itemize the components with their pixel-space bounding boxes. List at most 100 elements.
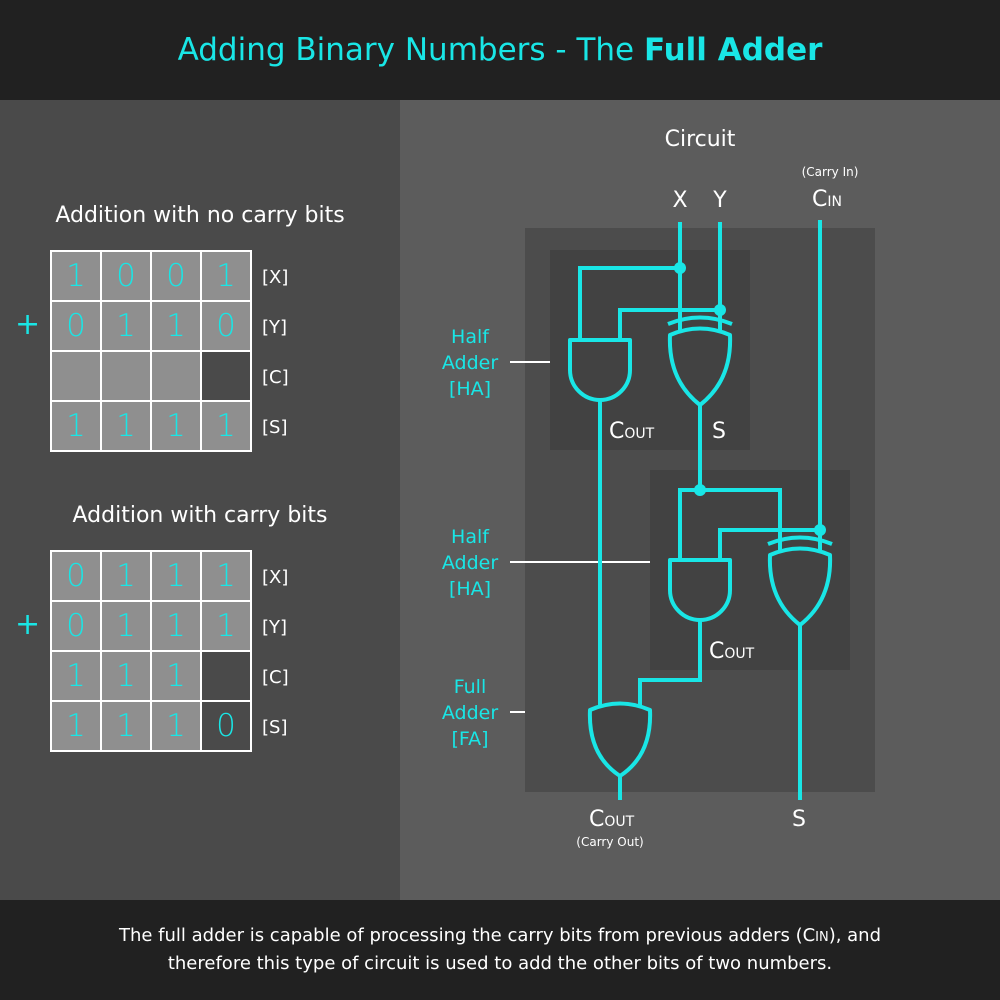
table-cell: 1 [102,552,152,602]
table-cell: 1 [52,652,102,702]
junction-y [714,304,726,316]
table-cell: 1 [152,302,202,352]
page-title-plain: Adding Binary Numbers - The [177,32,644,68]
table-cell: 1 [52,252,102,302]
table-cell: 1 [152,402,202,452]
wire-sum-to-and2 [678,488,700,560]
table-cell: 0 [152,252,202,302]
table-cell: 0 [202,702,252,752]
header-bar: Adding Binary Numbers - The Full Adder [0,0,1000,100]
ha2-label-line1: Half [451,526,490,548]
cin-label: CIN [812,187,842,212]
final-cout-sub: OUT [604,814,634,830]
input-x-label: X [672,188,687,213]
table-cell: 0 [52,552,102,602]
ha2-cout-sub: OUT [724,646,754,662]
carry-in-note: (Carry In) [802,165,859,179]
ha1-cout-sub: OUT [624,426,654,442]
table-cell: 0 [202,302,252,352]
or-gate [587,701,653,778]
circuit-title: Circuit [665,127,736,152]
table-cell: 1 [102,702,152,752]
fa-label-line1: Full [454,676,487,698]
table-cell: 1 [102,602,152,652]
table-cell: 0 [52,302,102,352]
table-cell: 1 [102,302,152,352]
table1-title: Addition with no carry bits [55,203,345,228]
fa-label-line3: [FA] [451,728,488,750]
row-label: [C] [262,367,289,388]
and-gate-1 [568,338,632,402]
table-cell [152,352,202,402]
final-cout-main: C [589,807,604,832]
wire-x-to-and1 [578,266,680,343]
page-title-bold: Full Adder [643,32,823,68]
row-label: [C] [262,667,289,688]
junction-cin [814,524,826,536]
table-cell: 1 [202,402,252,452]
footer-line1-a: The full adder is capable of processing … [118,925,816,946]
table-cell: 1 [202,602,252,652]
table-cell: 1 [152,702,202,752]
table-cell: 1 [52,402,102,452]
table2-title: Addition with carry bits [72,503,328,528]
row-label: [S] [262,717,288,738]
table1-plus-sign: + [15,307,41,342]
and-gate-2 [668,558,732,622]
row-label: [Y] [262,317,288,338]
page-title: Adding Binary Numbers - The Full Adder [178,32,823,68]
table-cell: 1 [152,552,202,602]
footer-bar: The full adder is capable of processing … [0,900,1000,1000]
table-cell: 1 [102,652,152,702]
wire-ha2-carry [638,618,702,710]
table-cell [52,352,102,402]
row-label: [S] [262,417,288,438]
fa-label-line2: Adder [442,702,498,724]
final-sum-label: S [792,807,806,832]
row-label: [Y] [262,617,288,638]
junction-sum [694,484,706,496]
junction-x [674,262,686,274]
final-cout-label: COUT [589,807,635,832]
ha2-cout-main: C [709,639,724,664]
ha1-label-line3: [HA] [449,378,491,400]
table-cell: 1 [152,652,202,702]
footer-caption: The full adder is capable of processing … [50,923,950,977]
wire-y-to-and1 [618,308,720,343]
table-cell [202,652,252,702]
footer-line2: therefore this type of circuit is used t… [167,953,833,974]
footer-line1-b: ), and [828,925,882,946]
footer-line1-sub: IN [815,930,829,945]
xor-gate-2 [767,546,833,627]
table-cell: 0 [102,252,152,302]
xor-gate-1 [667,326,733,407]
table-cell: 1 [202,552,252,602]
wire-cin-to-and2 [718,528,820,560]
carry-out-note: (Carry Out) [576,835,643,849]
ha1-label-line1: Half [451,326,490,348]
table-cell: 1 [52,702,102,752]
ha1-sum-label: S [712,419,726,444]
table-cell [202,352,252,402]
ha1-cout-label: COUT [609,419,655,444]
ha2-label-line2: Adder [442,552,498,574]
table-cell [102,352,152,402]
cin-label-sub: IN [827,194,842,210]
row-label: [X] [262,567,289,588]
table-cell: 1 [102,402,152,452]
row-label: [X] [262,267,289,288]
table-cell: 0 [52,602,102,652]
ha1-label-line2: Adder [442,352,498,374]
ha2-cout-label: COUT [709,639,755,664]
table2-plus-sign: + [15,607,41,642]
table-cell: 1 [202,252,252,302]
input-y-label: Y [712,188,727,213]
table-cell: 1 [152,602,202,652]
xor-gate-2-input-arc [767,535,833,546]
cin-label-main: C [812,187,827,212]
ha2-label-line3: [HA] [449,578,491,600]
